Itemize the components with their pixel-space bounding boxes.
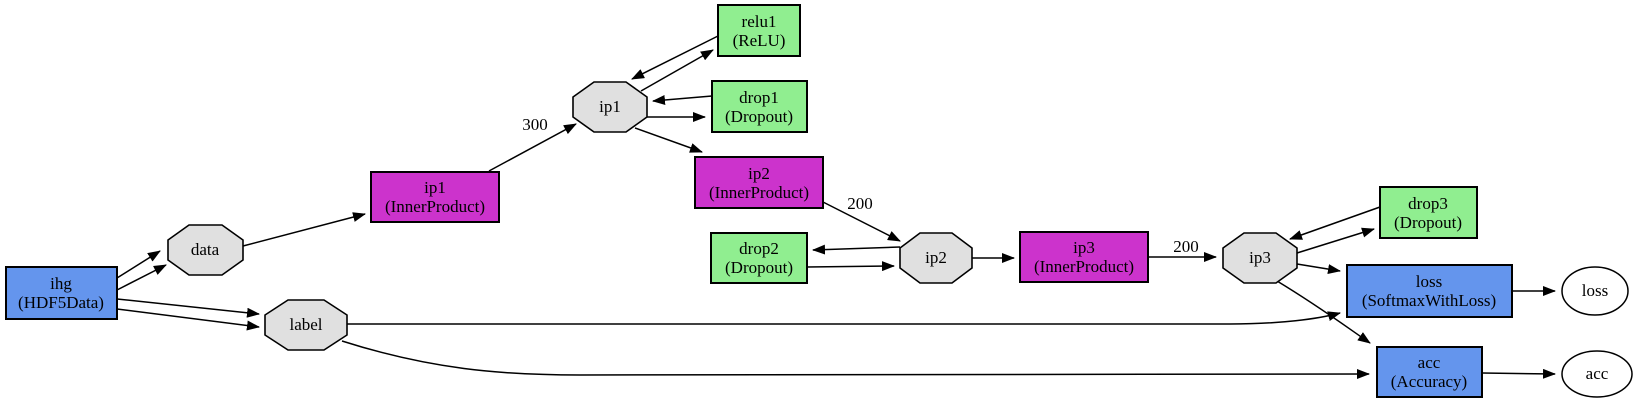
ip1-layer-name: ip1 — [424, 178, 446, 197]
edge-ihg-to-data-2 — [116, 264, 167, 291]
acc-blob-label: acc — [1586, 364, 1609, 383]
ip2-layer-type: (InnerProduct) — [709, 183, 809, 202]
drop1-layer-box — [711, 80, 808, 133]
edge-ip3blob-to-drop3 — [1296, 227, 1375, 254]
node-ip2-layer: ip2 (InnerProduct) — [694, 156, 824, 209]
node-ip3-layer: ip3 (InnerProduct) — [1019, 231, 1149, 283]
edge-labelblob-to-losslayer — [347, 311, 1341, 325]
ihg-layer-type: (HDF5Data) — [18, 293, 104, 312]
drop3-layer-type: (Dropout) — [1394, 213, 1462, 232]
node-relu1-layer: relu1 (ReLU) — [717, 4, 801, 57]
acc-blob-ellipse — [1561, 350, 1633, 398]
node-ip2-blob: ip2 — [899, 232, 973, 284]
loss-layer-box — [1346, 264, 1513, 318]
edge-ip1blob-to-ip2layer — [634, 127, 703, 153]
data-blob-octagon — [167, 224, 244, 276]
node-drop3-layer: drop3 (Dropout) — [1379, 186, 1478, 239]
relu1-layer-type: (ReLU) — [733, 31, 786, 50]
edge-label-200-ip3: 200 — [1173, 237, 1199, 256]
node-drop2-layer: drop2 (Dropout) — [710, 232, 808, 284]
acc-layer-box — [1376, 346, 1483, 398]
acc-layer-type: (Accuracy) — [1391, 372, 1467, 391]
node-drop1-layer: drop1 (Dropout) — [711, 80, 808, 133]
relu1-layer-name: relu1 — [742, 12, 777, 31]
edge-ihg-to-label-2 — [116, 308, 260, 331]
drop2-layer-box — [710, 232, 808, 284]
edge-ip1layer-to-ip1blob — [488, 123, 577, 172]
loss-blob-ellipse — [1561, 266, 1629, 316]
ip3-blob-octagon — [1222, 232, 1298, 284]
edge-labels: 300 200 200 — [522, 115, 1199, 256]
drop3-layer-name: drop3 — [1408, 194, 1448, 213]
loss-blob-label: loss — [1582, 281, 1608, 300]
label-blob-label: label — [289, 315, 322, 334]
ihg-layer-name: ihg — [50, 274, 72, 293]
edge-data-to-ip1layer — [242, 212, 366, 247]
edge-ip2layer-to-ip2blob — [822, 201, 901, 242]
ip1-blob-label: ip1 — [599, 97, 621, 116]
drop1-layer-type: (Dropout) — [725, 107, 793, 126]
ip2-layer-box — [694, 156, 824, 209]
data-blob-label: data — [191, 240, 220, 259]
drop1-layer-name: drop1 — [739, 88, 779, 107]
node-ip3-blob: ip3 — [1222, 232, 1298, 284]
ihg-layer-box — [5, 266, 118, 320]
relu1-layer-box — [717, 4, 801, 57]
edge-ihg-to-label-1 — [116, 298, 260, 318]
edge-drop2-to-ip2blob — [806, 261, 895, 272]
edge-relu1-to-ip1blob — [631, 35, 719, 80]
loss-layer-name: loss — [1416, 272, 1442, 291]
drop2-layer-type: (Dropout) — [725, 258, 793, 277]
drop3-layer-box — [1379, 186, 1478, 239]
node-ip1-layer: ip1 (InnerProduct) — [370, 171, 500, 223]
ip3-layer-type: (InnerProduct) — [1034, 257, 1134, 276]
loss-layer-type: (SoftmaxWithLoss) — [1362, 291, 1496, 310]
ip1-blob-octagon — [572, 81, 648, 133]
node-label-blob: label — [264, 299, 348, 351]
edge-ip1blob-to-relu1 — [640, 49, 714, 92]
edge-label-200-ip2: 200 — [847, 194, 873, 213]
node-ip1-blob: ip1 — [572, 81, 648, 133]
node-loss-blob: loss — [1561, 266, 1629, 316]
acc-layer-name: acc — [1418, 353, 1441, 372]
label-blob-octagon — [264, 299, 348, 351]
drop2-layer-name: drop2 — [739, 239, 779, 258]
node-acc-blob: acc — [1561, 350, 1633, 398]
edge-ihg-to-data-1 — [116, 250, 161, 279]
ip3-blob-label: ip3 — [1249, 248, 1271, 267]
ip3-layer-box — [1019, 231, 1149, 283]
ip2-blob-label: ip2 — [925, 248, 947, 267]
edges — [116, 35, 1556, 380]
ip3-layer-name: ip3 — [1073, 238, 1095, 257]
edge-labelblob-to-acclayer — [341, 340, 1370, 380]
ip1-layer-box — [370, 171, 500, 223]
edge-label-300: 300 — [522, 115, 548, 134]
node-acc-layer: acc (Accuracy) — [1376, 346, 1483, 398]
node-loss-layer: loss (SoftmaxWithLoss) — [1346, 264, 1513, 318]
ip2-blob-octagon — [899, 232, 973, 284]
edge-drop3-to-ip3blob — [1289, 206, 1381, 240]
edge-ip3blob-to-losslayer — [1296, 263, 1341, 275]
edge-acclayer-to-accblob — [1481, 368, 1556, 379]
edge-ip2blob-to-drop2 — [812, 244, 901, 255]
node-data-blob: data — [167, 224, 244, 276]
ip1-layer-type: (InnerProduct) — [385, 197, 485, 216]
node-ihg-layer: ihg (HDF5Data) — [5, 266, 118, 320]
edge-drop1-to-ip1blob — [652, 95, 713, 105]
ip2-layer-name: ip2 — [748, 164, 770, 183]
